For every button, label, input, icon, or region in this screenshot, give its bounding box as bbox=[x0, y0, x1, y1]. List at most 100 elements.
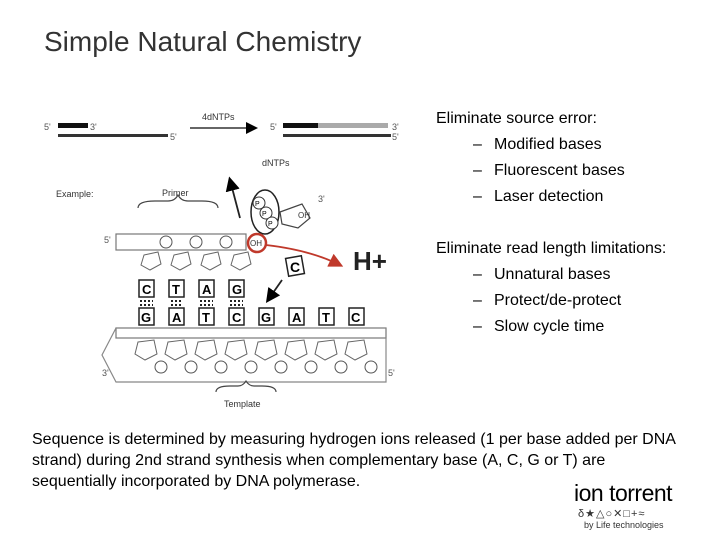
sugar-ring bbox=[314, 339, 338, 361]
phosphate-icon bbox=[214, 360, 228, 374]
template-base bbox=[168, 307, 185, 326]
template-sugars bbox=[134, 339, 368, 361]
template-bases: G A T C G A T C bbox=[138, 307, 365, 326]
sugar-ring bbox=[344, 339, 368, 361]
phosphate-icon bbox=[244, 360, 258, 374]
h-plus-label: H+ bbox=[353, 246, 387, 276]
end3-label: 3' bbox=[318, 194, 325, 204]
phosphate-label: P bbox=[255, 201, 260, 208]
primer-base-label: T bbox=[172, 282, 180, 297]
bullet-heading: Eliminate read length limitations: bbox=[436, 240, 667, 257]
phosphate-icon bbox=[184, 360, 198, 374]
phosphate-icon bbox=[265, 216, 279, 230]
slide-title: Simple Natural Chemistry bbox=[44, 26, 362, 57]
end3-label: 3' bbox=[102, 368, 109, 378]
phosphate-icon bbox=[159, 235, 173, 249]
oh-label: OH bbox=[250, 239, 262, 248]
bullet-item: Modified bases bbox=[473, 132, 716, 158]
phosphate-icon bbox=[252, 196, 266, 210]
top-left-primer-strand bbox=[58, 123, 88, 128]
end5-label: 5' bbox=[104, 235, 111, 245]
incoming-base-c-label: C bbox=[290, 259, 300, 275]
sugar-ring bbox=[254, 339, 278, 361]
primer-base-label: C bbox=[142, 282, 152, 297]
end5-label: 5' bbox=[392, 132, 399, 142]
sugar-ring bbox=[284, 339, 308, 361]
primer-base bbox=[198, 279, 215, 298]
phosphate-icon bbox=[259, 206, 273, 220]
incoming-base-c bbox=[284, 254, 306, 278]
template-backbone-arrow bbox=[101, 327, 387, 383]
bullet-items: Unnatural bases Protect/de-protect Slow … bbox=[436, 262, 716, 340]
bullet-heading: Eliminate source error: bbox=[436, 110, 597, 127]
template-base bbox=[198, 307, 215, 326]
end5-label: 5' bbox=[170, 132, 177, 142]
template-base-label: C bbox=[232, 310, 242, 325]
template-base bbox=[228, 307, 245, 326]
bullet-items: Modified bases Fluorescent bases Laser d… bbox=[436, 132, 716, 210]
primer-brace bbox=[137, 193, 219, 209]
bullet-group-source-error: Eliminate source error: Modified bases F… bbox=[436, 106, 716, 210]
end5-label: 5' bbox=[44, 122, 51, 132]
primer-base bbox=[228, 279, 245, 298]
sugar-ring bbox=[224, 339, 248, 361]
template-base-label: A bbox=[172, 310, 182, 325]
template-base-label: T bbox=[202, 310, 210, 325]
template-base-label: T bbox=[322, 310, 330, 325]
caption-text: Sequence is determined by measuring hydr… bbox=[32, 431, 676, 490]
template-base bbox=[318, 307, 335, 326]
phosphate-label: P bbox=[262, 211, 267, 218]
phosphate-icon bbox=[364, 360, 378, 374]
hydrogen-bonds bbox=[140, 300, 243, 306]
dna-synthesis-diagram: 5' 3' 5' 4dNTPs 5' 3' 5' dNTPs Example: … bbox=[44, 112, 399, 409]
primer-base bbox=[168, 279, 185, 298]
phosphate-label: P bbox=[268, 221, 273, 228]
end5-label: 5' bbox=[270, 122, 277, 132]
sugar-ring bbox=[230, 251, 252, 271]
template-base-label: C bbox=[351, 310, 361, 325]
bullet-item: Unnatural bases bbox=[473, 262, 716, 288]
primer-base-label: A bbox=[202, 282, 212, 297]
primer-phosphates bbox=[159, 235, 233, 249]
end5-label: 5' bbox=[388, 368, 395, 378]
phosphate-icon bbox=[334, 360, 348, 374]
template-base-label: G bbox=[261, 310, 271, 325]
primer-base-label: G bbox=[232, 282, 242, 297]
incoming-sugar bbox=[279, 203, 311, 229]
sugar-ring bbox=[170, 251, 192, 271]
phosphate-icon bbox=[274, 360, 288, 374]
phosphate-icon bbox=[304, 360, 318, 374]
sugar-ring bbox=[164, 339, 188, 361]
bullet-item: Fluorescent bases bbox=[473, 158, 716, 184]
logo-symbols: δ★△○✕□+≈ bbox=[578, 508, 646, 520]
template-base bbox=[138, 307, 155, 326]
sugar-ring bbox=[194, 339, 218, 361]
template-phosphates bbox=[154, 360, 378, 374]
template-base-label: A bbox=[292, 310, 302, 325]
end3-label: 3' bbox=[392, 122, 399, 132]
phosphate-icon bbox=[219, 235, 233, 249]
logo-byline: by Life technologies bbox=[584, 520, 664, 530]
primer-sugars bbox=[140, 251, 252, 271]
primer-bases: C T A G bbox=[138, 279, 245, 298]
ion-torrent-logo: ion torrent δ★△○✕□+≈ by Life technologie… bbox=[570, 480, 695, 538]
primer-base bbox=[138, 279, 155, 298]
example-label: Example: bbox=[56, 189, 94, 199]
sugar-ring bbox=[200, 251, 222, 271]
top-right-new-strand bbox=[318, 123, 388, 128]
oh-highlight-icon bbox=[246, 232, 268, 254]
4dntps-label: 4dNTPs bbox=[202, 112, 235, 122]
phosphate-icon bbox=[189, 235, 203, 249]
incorporation-arrow bbox=[265, 279, 283, 303]
sugar-ring bbox=[134, 339, 158, 361]
template-base bbox=[288, 307, 305, 326]
end3-label: 3' bbox=[90, 122, 97, 132]
template-base-label: G bbox=[141, 310, 151, 325]
dntps-label: dNTPs bbox=[262, 158, 290, 168]
dntps-arrow bbox=[225, 176, 241, 219]
bullet-group-read-length: Eliminate read length limitations: Unnat… bbox=[436, 236, 716, 340]
top-right-template-strand bbox=[283, 134, 391, 137]
incoming-nucleotide bbox=[250, 189, 280, 235]
top-right-primer-strand bbox=[283, 123, 318, 128]
incoming-oh-label: OH bbox=[298, 211, 310, 220]
